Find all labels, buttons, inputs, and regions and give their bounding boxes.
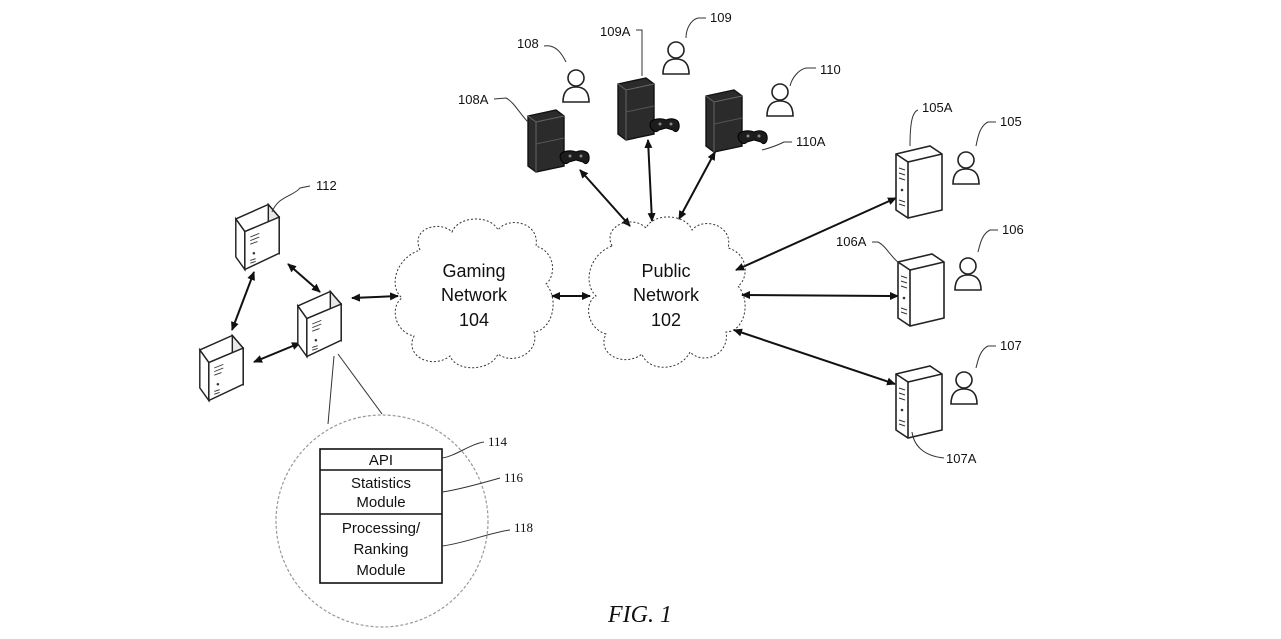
label-105A: 105A — [922, 100, 953, 115]
callout-line-left — [327, 355, 335, 425]
gaming-network-line1: Gaming — [442, 261, 505, 281]
label-105: 105 — [1000, 114, 1022, 129]
client-computer-icon — [895, 145, 943, 219]
client-group-105: 105A 105 — [895, 100, 1022, 219]
console-group-110: 110 110A — [705, 62, 841, 153]
module-statistics-line2: Module — [356, 494, 405, 511]
gaming-network-line2: Network — [441, 285, 508, 305]
module-api: API — [369, 452, 393, 469]
link-client-106 — [741, 291, 899, 300]
module-processing-line3: Module — [356, 562, 405, 579]
user-icon — [766, 83, 794, 117]
label-106A: 106A — [836, 234, 867, 249]
public-network-line1: Public — [641, 261, 690, 281]
label-110A: 110A — [796, 134, 826, 149]
label-107A: 107A — [946, 451, 977, 466]
game-console-icon — [527, 109, 590, 173]
public-network-cloud: Public Network 102 — [588, 216, 746, 368]
gaming-network-cloud: Gaming Network 104 — [394, 218, 554, 369]
link-console-109 — [644, 139, 656, 222]
label-112: 112 — [316, 178, 337, 193]
user-icon — [662, 41, 690, 75]
module-statistics-line1: Statistics — [351, 475, 411, 492]
label-106: 106 — [1002, 222, 1024, 237]
label-118: 118 — [514, 520, 533, 535]
server-tower-icon — [233, 203, 280, 271]
gaming-network-number: 104 — [459, 310, 489, 330]
label-110: 110 — [820, 62, 841, 77]
label-114: 114 — [488, 434, 508, 449]
hub-server-icon — [295, 290, 342, 358]
lower-server-icon — [197, 334, 244, 402]
game-console-icon — [705, 89, 768, 153]
link-112-to-hub — [287, 263, 321, 293]
link-lower-to-hub — [253, 342, 301, 363]
client-computer-icon — [897, 253, 945, 327]
public-network-line2: Network — [633, 285, 700, 305]
module-detail-circle: API Statistics Module Processing/ Rankin… — [275, 414, 533, 628]
link-console-110 — [678, 151, 716, 220]
user-icon — [562, 69, 590, 103]
callout-line-right — [337, 353, 383, 415]
user-icon — [954, 257, 982, 291]
label-107: 107 — [1000, 338, 1022, 353]
label-108: 108 — [517, 36, 539, 51]
label-116: 116 — [504, 470, 524, 485]
link-console-108 — [579, 169, 631, 227]
client-group-106: 106A 106 — [836, 222, 1024, 327]
link-hub-to-gaming — [351, 292, 399, 302]
client-group-107: 107 107A — [895, 338, 1022, 466]
label-108A: 108A — [458, 92, 489, 107]
figure-caption: FIG. 1 — [607, 602, 672, 628]
connections — [231, 139, 899, 386]
console-group-108: 108A 108 — [458, 36, 590, 173]
module-processing-line2: Ranking — [353, 541, 408, 558]
user-icon — [950, 371, 978, 405]
label-109: 109 — [710, 10, 732, 25]
label-109A: 109A — [600, 24, 631, 39]
link-client-105 — [735, 197, 897, 271]
module-processing-line1: Processing/ — [342, 520, 421, 537]
user-icon — [952, 151, 980, 185]
client-computer-icon — [895, 365, 943, 439]
server-112: 112 — [233, 178, 337, 271]
console-group-109: 109A 109 — [600, 10, 732, 141]
game-console-icon — [617, 77, 680, 141]
link-112-to-lower — [231, 271, 255, 331]
public-network-number: 102 — [651, 310, 681, 330]
link-client-107 — [733, 328, 896, 386]
